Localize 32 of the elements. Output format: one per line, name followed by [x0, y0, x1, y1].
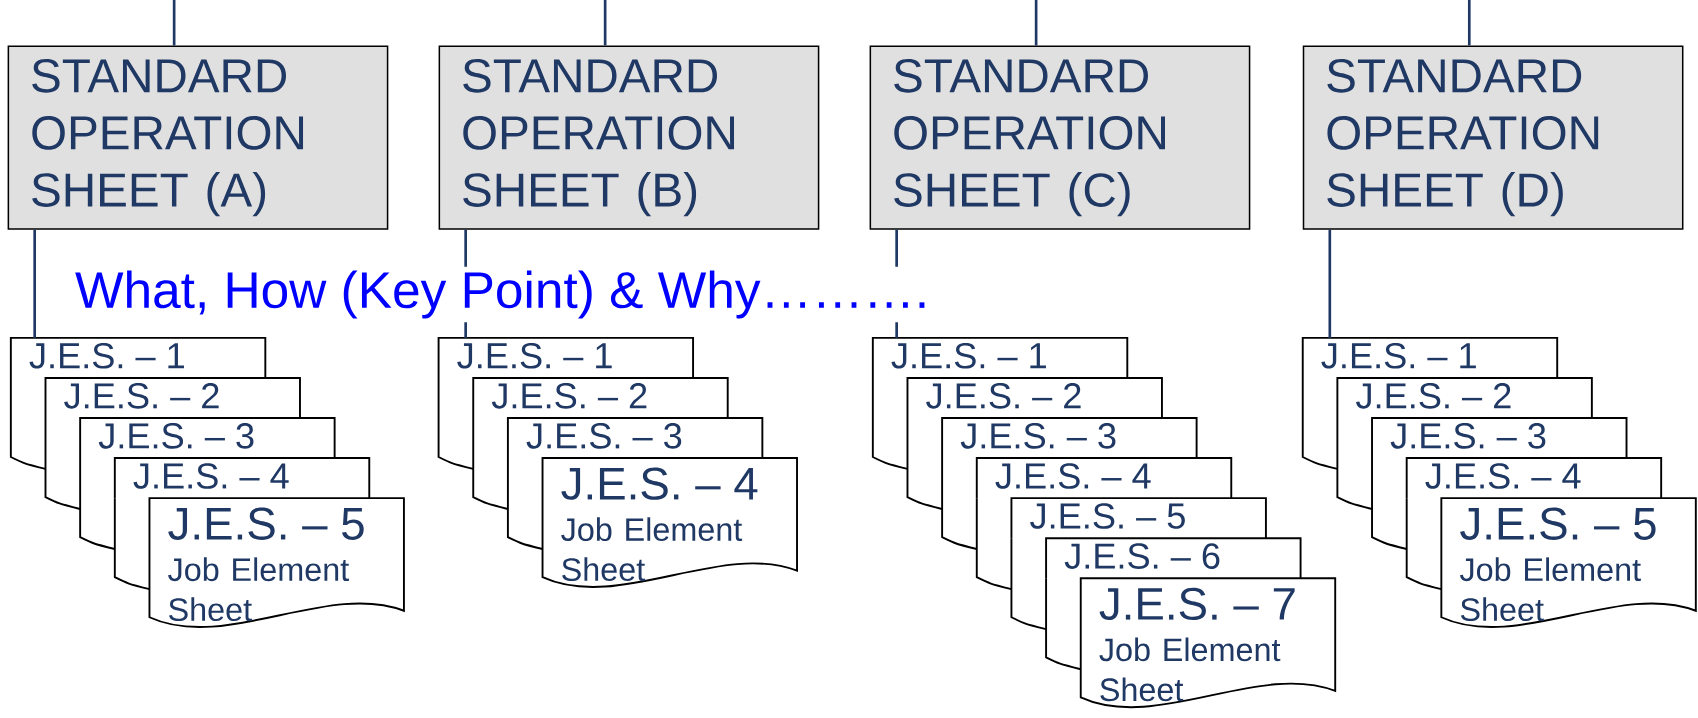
operation-sheet-box: STANDARD OPERATION SHEET (D)	[1302, 45, 1684, 230]
note-text: What, How (Key Point) & Why……….	[71, 266, 933, 323]
document-sheet: J.E.S. – 6	[1045, 537, 1302, 580]
document-sheet: J.E.S. – 1	[437, 336, 695, 379]
document-sheet: J.E.S. – 1	[1301, 336, 1559, 379]
document-sheet: J.E.S. – 3	[79, 417, 336, 460]
connector-line	[172, 0, 176, 46]
document-sheet: J.E.S. – 5	[1010, 497, 1267, 540]
document-sheet: J.E.S. – 4 Job Element Sheet	[541, 457, 798, 588]
operation-sheet-box: STANDARD OPERATION SHEET (A)	[7, 45, 389, 230]
document-sheet: J.E.S. – 1	[9, 336, 267, 379]
document-sheet: J.E.S. – 5 Job Element Sheet	[1440, 497, 1697, 628]
document-sheet: J.E.S. – 5 Job Element Sheet	[148, 497, 405, 628]
document-sheet: J.E.S. – 1	[871, 336, 1129, 379]
document-sheet: J.E.S. – 3	[506, 417, 764, 460]
connector-line	[1034, 0, 1038, 46]
document-sheet: J.E.S. – 4	[113, 457, 371, 500]
connector-line	[603, 0, 607, 46]
document-sheet: J.E.S. – 4	[975, 457, 1233, 500]
connector-line	[1328, 229, 1332, 338]
document-sheet: J.E.S. – 4	[1405, 457, 1663, 500]
document-sheet: J.E.S. – 7 Job Element Sheet	[1079, 577, 1337, 708]
connector-line	[1467, 0, 1471, 46]
document-sheet: J.E.S. – 2	[1336, 377, 1593, 419]
operation-sheet-box: STANDARD OPERATION SHEET (C)	[869, 45, 1251, 230]
document-sheet: J.E.S. – 2	[44, 377, 301, 419]
document-sheet: J.E.S. – 3	[941, 417, 1198, 460]
document-sheet: J.E.S. – 2	[472, 377, 729, 419]
connector-line	[33, 229, 36, 338]
operation-sheet-box: STANDARD OPERATION SHEET (B)	[438, 45, 820, 230]
document-sheet: J.E.S. – 2	[906, 377, 1163, 419]
document-sheet: J.E.S. – 3	[1371, 417, 1628, 460]
